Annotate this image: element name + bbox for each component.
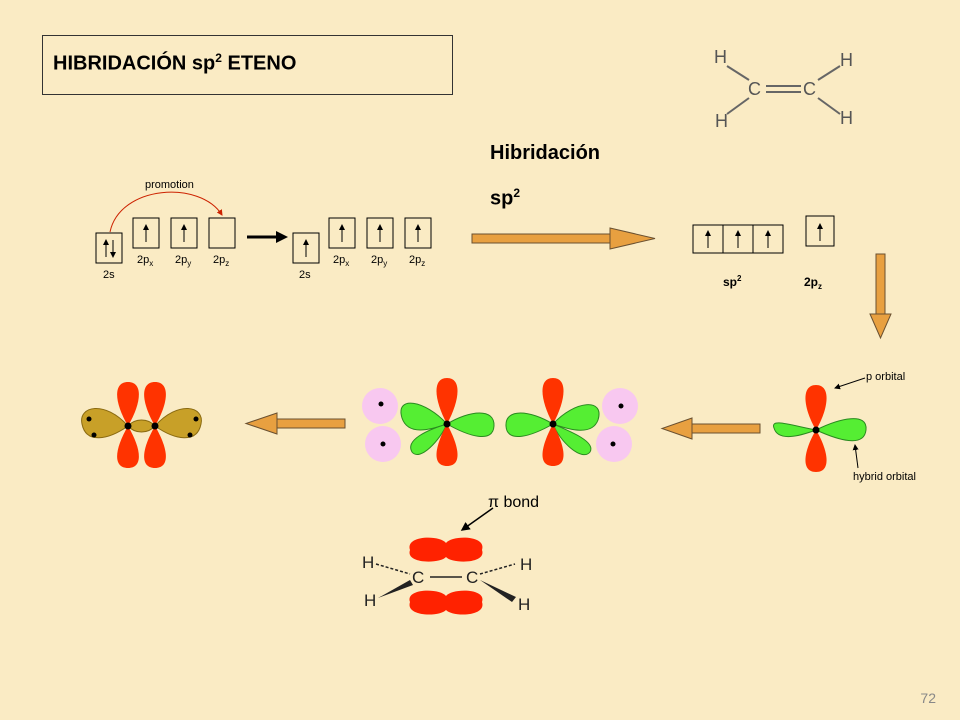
left-arrow-1	[660, 417, 761, 440]
pi-bond-label: π bond	[488, 494, 539, 511]
ethene-structure: H H C C H H	[714, 47, 853, 131]
svg-text:2pz: 2pz	[213, 254, 229, 268]
pz-box-label: 2pz	[804, 275, 822, 291]
atom-h: H	[364, 591, 376, 610]
orbital-label-2s: 2s	[103, 269, 115, 281]
atom-h: H	[520, 555, 532, 574]
svg-text:2pz: 2pz	[409, 254, 425, 268]
atom-c: C	[748, 79, 761, 99]
svg-text:2s: 2s	[299, 269, 311, 281]
svg-text:2px: 2px	[333, 254, 349, 268]
svg-text:2px: 2px	[137, 254, 153, 268]
atom-h: H	[518, 595, 530, 614]
atom-h: H	[714, 47, 727, 67]
atom-c: C	[412, 568, 424, 587]
hybrid-orbital-boxes: sp2 2pz	[692, 215, 835, 291]
svg-text:2py: 2py	[175, 254, 191, 268]
atom-h: H	[840, 50, 853, 70]
left-arrow-2	[244, 412, 346, 435]
promotion-label: promotion	[145, 179, 194, 191]
orbital-diagram-after: 2s 2px 2py 2pz	[292, 217, 432, 281]
hybridization-arrow	[471, 227, 656, 250]
hybridization-label: Hibridación	[490, 142, 601, 164]
hybrid-orbital-label: hybrid orbital	[853, 471, 916, 483]
orbital-diagram-before: 2s 2px 2py 2pz	[95, 217, 236, 281]
p-orbital-label: p orbital	[866, 371, 905, 383]
atom-h: H	[715, 111, 728, 131]
transition-arrow	[247, 231, 288, 243]
title-box: HIBRIDACIÓN sp2 ETENO	[42, 35, 453, 95]
single-carbon-orbitals: p orbital hybrid orbital	[773, 371, 916, 483]
sp2-box-label: sp2	[723, 274, 742, 289]
svg-text:2py: 2py	[371, 254, 387, 268]
atom-h: H	[840, 108, 853, 128]
pi-bond-diagram: π bond C C H H H H	[362, 494, 539, 615]
title-text: HIBRIDACIÓN sp	[53, 52, 216, 75]
title-rest: ETENO	[221, 52, 297, 75]
title-superscript: 2	[215, 51, 222, 65]
page-number: 72	[920, 690, 936, 706]
atom-h: H	[362, 553, 374, 572]
sp2-label: sp2	[490, 186, 521, 210]
promotion-arrow: promotion	[109, 179, 223, 233]
atom-c: C	[803, 79, 816, 99]
down-arrow	[869, 253, 892, 340]
atom-c: C	[466, 568, 478, 587]
carbon-pair-orbitals	[362, 378, 638, 466]
ethene-overlap-orbitals	[81, 382, 202, 468]
